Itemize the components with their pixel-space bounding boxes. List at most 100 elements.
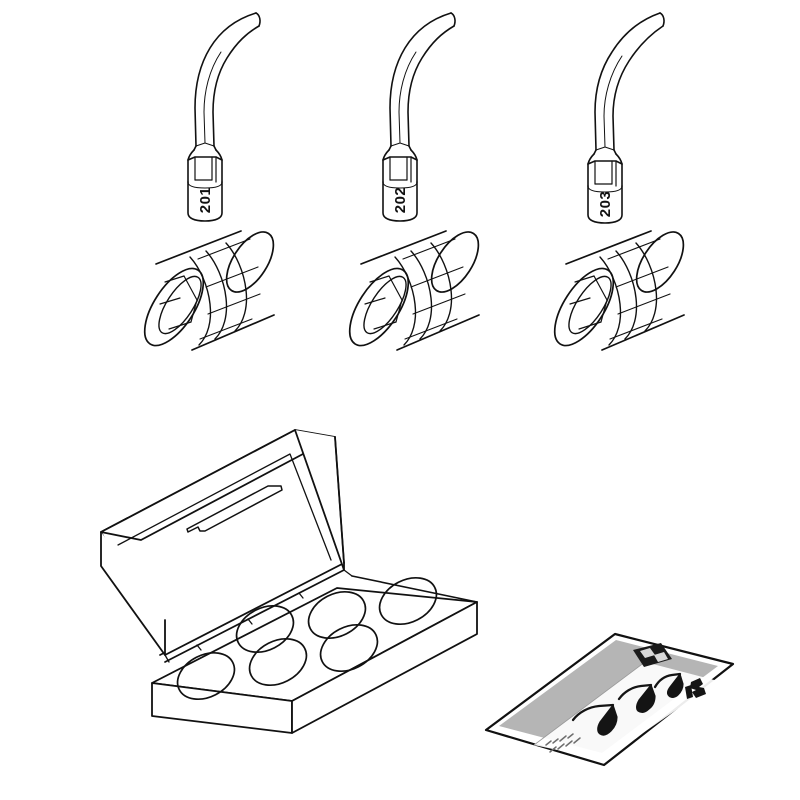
knurl-line-1 <box>197 238 251 260</box>
tip-base-notch <box>595 146 615 151</box>
scaler-tip-203: 203 <box>587 12 665 224</box>
lid-left-edge <box>100 531 166 656</box>
card-tip-illustrations <box>571 672 684 736</box>
scaler-tip-201: 201 <box>187 12 261 222</box>
lid-back-corner <box>334 436 345 564</box>
wrench-rib-2 <box>410 250 433 340</box>
wrench-rib-3 <box>225 242 248 332</box>
logo-square-light-2 <box>654 652 668 662</box>
wrench-near-rim-outer <box>553 267 615 347</box>
slot-3 <box>319 624 379 672</box>
tip-outer-curve <box>194 12 257 147</box>
lid-label-recess <box>186 485 283 533</box>
wrench-bore-inner <box>363 275 407 335</box>
scaler-tip-202: 202 <box>382 12 456 222</box>
logo-square-light-1 <box>640 648 655 658</box>
tip-body-top-ellipse <box>187 181 223 189</box>
tip-body-top-ellipse <box>382 181 418 189</box>
wrench-bore-inner <box>568 275 612 335</box>
tip-apex <box>659 12 665 27</box>
fine-print-mark-4 <box>567 733 574 739</box>
hex-top-edge <box>382 156 418 161</box>
wrench-top-contour <box>565 230 652 265</box>
tip-body-top-ellipse <box>587 185 623 193</box>
emblem-bar <box>685 685 693 699</box>
bore-facet-2 <box>569 297 591 305</box>
hinge-knuckle-2 <box>247 618 253 625</box>
hex-top-edge <box>187 156 223 161</box>
knurl-line-1 <box>402 238 456 260</box>
hex-top-edge <box>587 160 623 165</box>
slot-5 <box>307 591 367 639</box>
knurl-line-3 <box>207 293 261 315</box>
knurl-line-4 <box>404 318 458 340</box>
sterilization-box <box>100 429 478 734</box>
card-tip-b-curve <box>617 683 653 701</box>
knurl-line-4 <box>199 318 253 340</box>
knurl-line-2 <box>205 266 259 288</box>
tip-label-202: 202 <box>392 187 409 214</box>
torque-wrench-center <box>348 230 480 351</box>
knurl-line-1 <box>607 238 661 260</box>
lid-inner-rim <box>117 453 332 561</box>
wrench-far-end <box>635 231 685 293</box>
tip-inner-curve <box>212 25 260 147</box>
tip-outer-curve <box>389 12 452 147</box>
knurl-line-2 <box>615 266 669 288</box>
wrench-near-rim-outer <box>143 267 205 347</box>
tip-relief-line <box>603 55 623 148</box>
hinge-knuckle-3 <box>298 592 304 599</box>
knurl-line-4 <box>609 318 663 340</box>
tip-inner-curve <box>407 25 455 147</box>
fine-print-mark-1 <box>545 740 552 746</box>
torque-wrench-left <box>143 230 275 351</box>
card-tip-a-body <box>597 703 618 736</box>
fine-print-mark-5 <box>549 746 557 753</box>
slot-6 <box>378 577 438 625</box>
wrench-top-contour <box>360 230 447 265</box>
tray-hinge-corner <box>164 654 170 663</box>
fine-print-mark-8 <box>573 737 581 744</box>
wrench-far-end <box>430 231 480 293</box>
card-fine-print <box>545 733 581 753</box>
wrench-near-rim-outer <box>348 267 410 347</box>
card-tip-a-curve <box>571 703 615 722</box>
card-tip-b-body <box>636 683 656 713</box>
checkerboard-logo <box>633 643 672 667</box>
wrench-rib-2 <box>615 250 638 340</box>
bore-facet-4 <box>183 275 198 323</box>
bore-facet-1 <box>164 275 185 283</box>
tray-hinge-corner-right <box>343 569 353 577</box>
tip-apex <box>255 12 261 27</box>
hinge-knuckle-1 <box>196 644 202 651</box>
bore-facet-2 <box>159 297 181 305</box>
fine-print-mark-6 <box>557 743 565 750</box>
wrench-rib-2 <box>205 250 228 340</box>
bore-facet-4 <box>593 275 608 323</box>
tip-label-201: 201 <box>197 187 214 214</box>
bore-facet-1 <box>574 275 595 283</box>
wrench-rib-1 <box>189 256 212 346</box>
wrench-top-contour <box>155 230 242 265</box>
wrench-bottom-contour <box>601 314 685 351</box>
wrench-bottom-contour <box>191 314 275 351</box>
tip-label-203: 203 <box>597 191 614 218</box>
slot-2 <box>248 638 308 686</box>
tip-outer-curve <box>594 12 661 151</box>
emblem-shape <box>690 678 706 698</box>
knurl-line-3 <box>617 293 671 315</box>
bore-facet-3 <box>168 321 192 330</box>
card-tip-c-body <box>667 672 684 698</box>
bore-facet-1 <box>369 275 390 283</box>
tip-body <box>382 181 418 222</box>
wrench-rib-3 <box>430 242 453 332</box>
card-band-edge <box>533 661 646 746</box>
tray-back-edge <box>351 575 478 603</box>
fine-print-mark-3 <box>559 735 567 742</box>
product-card <box>484 632 735 767</box>
fine-print-mark-7 <box>565 740 573 747</box>
bore-facet-4 <box>388 275 403 323</box>
tip-base-notch <box>195 142 215 147</box>
